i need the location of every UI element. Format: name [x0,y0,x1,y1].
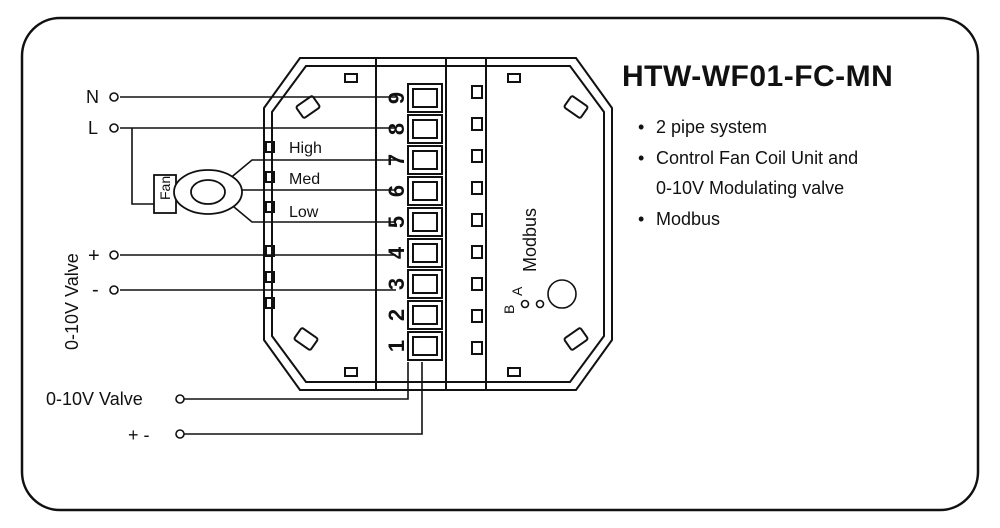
modbus-a-label: A [509,286,525,296]
fan-med-label: Med [289,171,320,188]
terminal-label-9: 9 [384,92,409,104]
modbus-label: Modbus [520,208,540,272]
terminal-numbers: 1 2 3 4 5 6 7 8 9 [384,92,409,352]
valve-plus-label: + [88,245,100,267]
fan-high-label: High [289,140,322,157]
terminal-label-4: 4 [384,246,409,259]
terminal-l [109,123,119,133]
terminal-label-8: 8 [384,123,409,135]
terminal-label-7: 7 [384,154,409,166]
device-body [263,57,613,391]
terminal-bottom-valve [175,394,185,404]
terminal-label-2: 2 [384,309,409,321]
valve-left-label: 0-10V Valve [62,253,82,350]
valve-minus-label: - [92,279,99,301]
fan-symbol [153,169,243,215]
terminal-valve-minus [109,285,119,295]
wire-terminals [109,92,185,439]
outer-frame [20,16,980,512]
terminal-label-3: 3 [384,278,409,290]
terminal-label-1: 1 [384,340,409,352]
terminal-label-5: 5 [384,216,409,228]
wiring [120,96,423,435]
model-title: HTW-WF01-FC-MN [622,60,894,93]
terminal-valve-plus [109,250,119,260]
feature-item: •Modbus [638,208,721,229]
modbus-connector [520,279,577,309]
neutral-label: N [86,87,99,107]
terminal-label-6: 6 [384,185,409,197]
terminal-bottom-pm [175,429,185,439]
fan-label: Fan [157,176,173,200]
modbus-b-label: B [501,305,517,314]
line-label: L [88,118,98,138]
terminal-screws [407,83,443,361]
fan-low-label: Low [289,204,319,221]
valve-bottom-label: 0-10V Valve [46,389,143,409]
bottom-pm-label: + - [128,425,150,445]
terminal-n [109,92,119,102]
feature-item: •2 pipe system [638,117,768,137]
feature-list: •2 pipe system •Control Fan Coil Unit an… [636,112,858,234]
